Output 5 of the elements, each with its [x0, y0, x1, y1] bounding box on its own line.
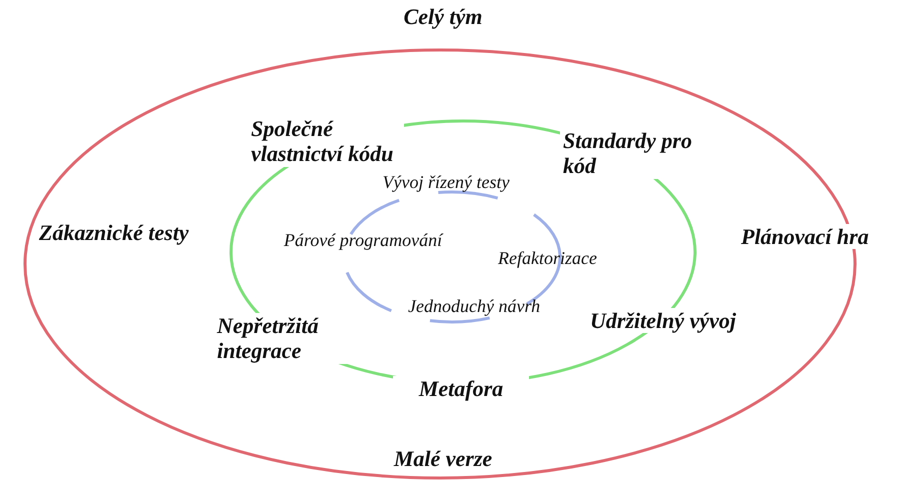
practice-label: Refaktorizace — [497, 248, 598, 269]
practice-label: Vývoj řízený testy — [382, 172, 510, 193]
practice-label: Párové programování — [282, 230, 444, 251]
practice-label: Jednoduchý návrh — [407, 296, 542, 317]
practice-label: Metafora — [393, 376, 529, 402]
